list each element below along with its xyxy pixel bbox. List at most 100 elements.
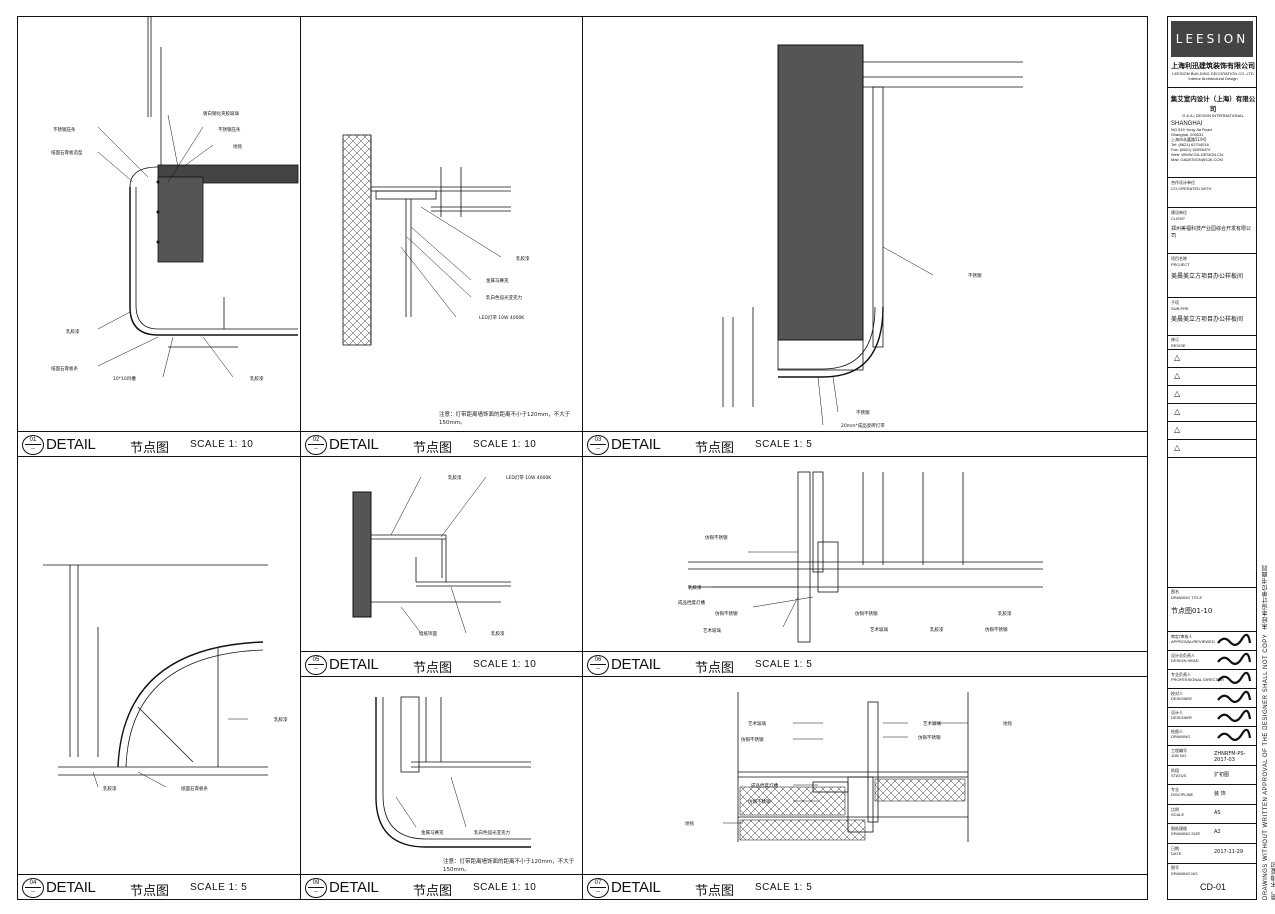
role-row-divider [1168,631,1256,632]
signature-mark [1216,671,1252,685]
role-row-divider [1168,688,1256,689]
signature-mark [1216,652,1252,666]
callout-d06-5: 仿铜不锈钢 [855,610,878,617]
detail-04-drawing: 乳胶漆 乳胶漆 纸面石膏板条 [43,564,288,792]
detail-05-drawing: 乳胶漆 LED灯带 10W 4000K 墙纸饰面 乳胶漆 [352,474,552,637]
callout-d01-3: 纸面石膏板造型 [51,149,83,156]
callout-d06-4: 艺术玻璃 [703,627,721,634]
company-logo: LEESION [1171,21,1253,57]
callout-d06-0: 仿铜不锈钢 [705,534,728,541]
role-row-divider [1168,707,1256,708]
field-row-divider [1168,843,1256,844]
drawing-number: CD-01 [1199,882,1226,892]
field-row-divider [1168,803,1256,805]
drawing-title-label: 图名 [1171,589,1179,594]
mail-line: Mail: GADESIGN@126.COM [1171,157,1223,162]
drawing-title: 节点图01-10 [1171,607,1213,615]
detail-label-cn: 节点图 [130,884,170,899]
callout-d06-8: 仿铜不锈钢 [985,626,1008,633]
callout-d05-0: 乳胶漆 [448,474,462,481]
signature-mark [1216,728,1252,742]
callout-d01-7: 10*10凹槽 [113,375,136,382]
detail-titlebar-01: 01-- DETAIL 节点图 SCALE 1: 10 [18,431,300,456]
detail-label-cn: 节点图 [413,441,453,456]
detail-scale: SCALE 1: 10 [473,659,537,670]
detail-scale: SCALE 1: 10 [473,439,537,450]
subpre-label: 子项 [1171,300,1179,305]
revision-row: △ [1174,407,1181,416]
callout-d01-8: 乳胶漆 [250,375,264,382]
detail-label: DETAIL [46,436,96,453]
signature-mark [1216,690,1252,704]
detail-label: DETAIL [329,879,379,896]
detail-scale: SCALE 1: 10 [190,439,254,450]
detail-titlebar-06: 06-- DETAIL 节点图 SCALE 1: 5 [583,651,1147,676]
coop-label-en: CO-OPERATED WITH [1171,186,1212,191]
design-firm-cn: 集艾室内设计（上海）有限公司 [1170,95,1256,113]
drawing-frame [17,16,1148,900]
detail-label: DETAIL [46,879,96,896]
signature-mark [1216,709,1252,723]
coop-label: 合作设计单位 [1171,180,1195,185]
callout-d05-3: 乳胶漆 [491,630,505,637]
callout-d01-6: 纸面石膏板条 [51,365,78,372]
detail-panel-04: 乳胶漆 乳胶漆 纸面石膏板条 04-- DETAIL 节点图 SCALE 1: … [18,456,301,899]
detail-label-cn: 节点图 [695,441,735,456]
callout-d01-2: 不锈钢压条 [218,126,241,133]
callout-d06-6: 艺术玻璃 [870,626,888,633]
callout-d07-5: 成品挡度灯槽 [751,782,778,789]
drawing-number-label-en: DRAWING NO. [1171,871,1199,876]
callout-d04-0: 乳胶漆 [274,716,288,723]
detail-titlebar-02: 02-- DETAIL 节点图 SCALE 1: 10 [301,431,582,456]
address-line: NO.519 Yong Jia Road [1171,127,1212,132]
revision-row: △ [1174,371,1181,380]
detail-label: DETAIL [329,656,379,673]
callout-d01-4: 地毯 [233,143,242,150]
company-subtitle: Interior Architectural Design [1188,76,1238,81]
revise-label: 修订 [1171,337,1179,342]
callout-d02-1: 金属马赛克 [486,277,509,284]
callout-d07-1: 仿铜不锈钢 [741,736,764,743]
project-label-en: PROJECT [1171,262,1190,267]
detail-number-badge: 02-- [305,435,327,455]
detail-number-badge: 04-- [22,878,44,898]
subpre-label-en: SUB-PRE [1171,306,1189,311]
callout-d07-0: 艺术玻璃 [748,720,766,727]
callout-d02-3: LED灯带 10W 4000K [479,314,525,321]
detail-label-cn: 节点图 [413,884,453,899]
client-label: 建设单位 [1171,210,1187,215]
detail-number-badge: 05-- [305,655,327,675]
detail-number-badge: 07-- [587,878,609,898]
detail-titlebar-09: 09-- DETAIL 节点图 SCALE 1: 10 [301,874,582,899]
detail-titlebar-05: 05-- DETAIL 节点图 SCALE 1: 10 [301,651,582,676]
detail-number-badge: 09-- [305,878,327,898]
callout-d06-3: 仿铜不锈钢 [715,610,738,617]
signature-mark [1216,633,1252,647]
callout-d03-1: 不锈钢 [856,409,870,416]
address-line: 上海市永嘉路519号 [1171,137,1207,142]
field-value: 2017-11-29 [1214,849,1244,855]
drawing-title-label-en: DRAWING TITLE [1171,595,1203,600]
detail-01-drawing: 镀白钢化夹胶玻璃 不锈钢压条 不锈钢压条 纸面石膏板造型 地毯 乳胶漆 纸面石膏… [51,17,299,382]
callout-d07-7: 地毯 [685,820,694,827]
detail-scale: SCALE 1: 10 [473,882,537,893]
detail-06-drawing: 仿铜不锈钢 乳胶漆 成品挡度灯槽 仿铜不锈钢 艺术玻璃 仿铜不锈钢 艺术玻璃 乳… [678,471,1043,643]
callout-d07-6: 仿铜不锈钢 [748,798,771,805]
detail-scale: SCALE 1: 5 [755,439,813,450]
callout-d01-0: 镀白钢化夹胶玻璃 [203,110,239,117]
callout-d01-5: 乳胶漆 [66,328,80,335]
callout-d07-4: 地毯 [1003,720,1012,727]
detail-scale: SCALE 1: 5 [755,659,813,670]
detail-label: DETAIL [611,656,661,673]
callout-d06-7: 乳胶漆 [930,626,944,633]
role-row-divider [1168,650,1256,651]
detail-label: DETAIL [611,879,661,896]
detail-number-badge: 01-- [22,435,44,455]
city: SHANGHAI [1171,121,1203,127]
